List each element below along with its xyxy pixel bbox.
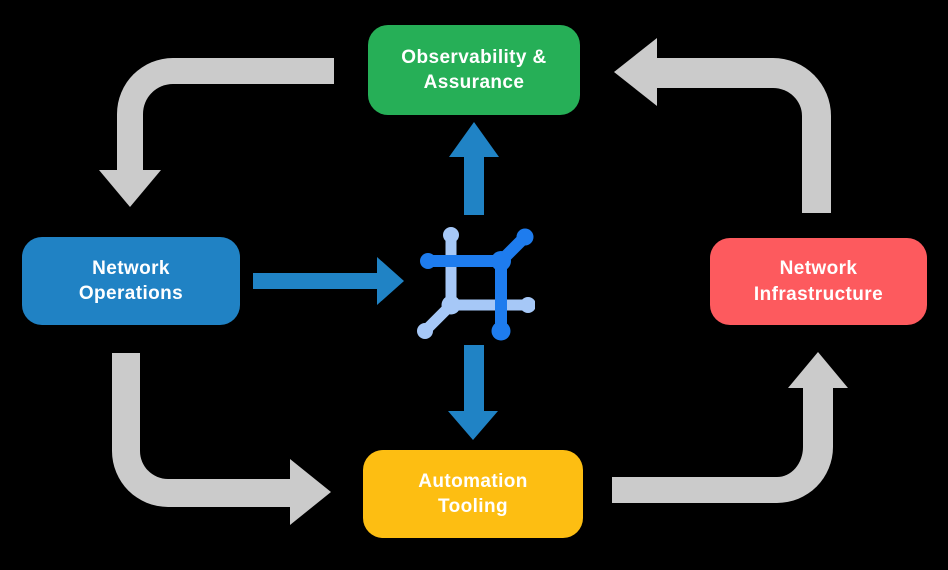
arrow-elbow xyxy=(657,58,831,213)
node-network-infrastructure: Network Infrastructure xyxy=(710,238,927,325)
arrow-head-down-icon xyxy=(99,170,161,207)
arrow-head-right-icon xyxy=(377,257,404,305)
node-network-operations: Network Operations xyxy=(22,237,240,325)
arrow-elbow xyxy=(117,58,334,170)
arrow-elbow xyxy=(112,353,290,507)
arrow-head-up-icon xyxy=(449,122,499,157)
arrow-shaft xyxy=(253,273,377,289)
arrow-head-right-icon xyxy=(290,459,331,525)
arrow-shaft xyxy=(464,345,484,412)
arrow-elbow xyxy=(612,388,833,503)
node-label: Observability & Assurance xyxy=(401,46,547,93)
arrow-head-up-icon xyxy=(788,352,848,388)
node-observability-assurance: Observability & Assurance xyxy=(368,25,580,115)
node-label: Network Infrastructure xyxy=(753,258,884,305)
node-automation-tooling: Automation Tooling xyxy=(363,450,583,538)
network-hub-icon xyxy=(417,227,535,341)
node-label: Automation Tooling xyxy=(418,470,528,517)
arrow-head-left-icon xyxy=(614,38,657,106)
arrow-head-down-icon xyxy=(448,411,498,440)
arrow-shaft xyxy=(464,156,484,215)
node-label: Network Operations xyxy=(78,257,184,304)
